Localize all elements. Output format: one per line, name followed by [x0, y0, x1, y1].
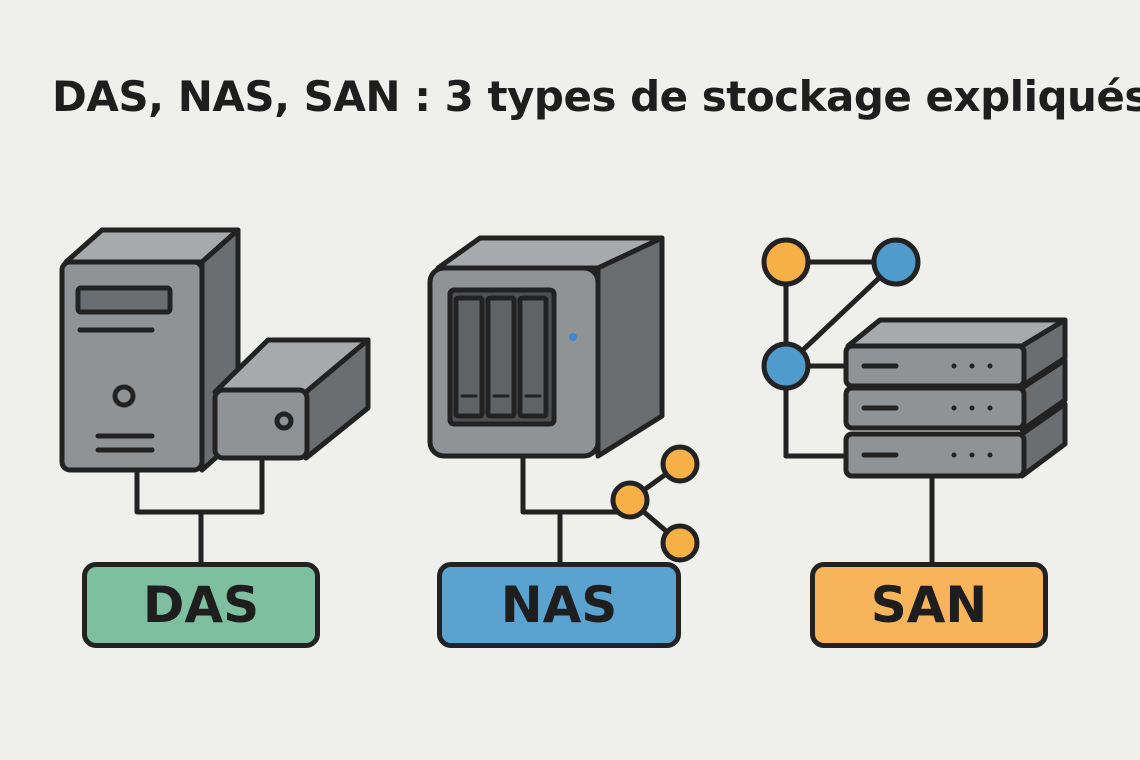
tower-pc-icon: [59, 227, 241, 473]
external-drive-icon: [212, 337, 371, 461]
nas-connection-lines: [520, 453, 629, 568]
nas-label: NAS: [437, 562, 681, 648]
nas-enclosure-icon: [427, 235, 665, 459]
server-rack-icon: [843, 317, 1068, 479]
network-graph-icon: [761, 237, 921, 459]
san-label: SAN: [810, 562, 1048, 648]
page-title: DAS, NAS, SAN : 3 types de stockage expl…: [52, 72, 1140, 121]
das-connection-lines: [134, 455, 265, 568]
share-network-icon: [610, 444, 700, 563]
das-label: DAS: [82, 562, 320, 648]
